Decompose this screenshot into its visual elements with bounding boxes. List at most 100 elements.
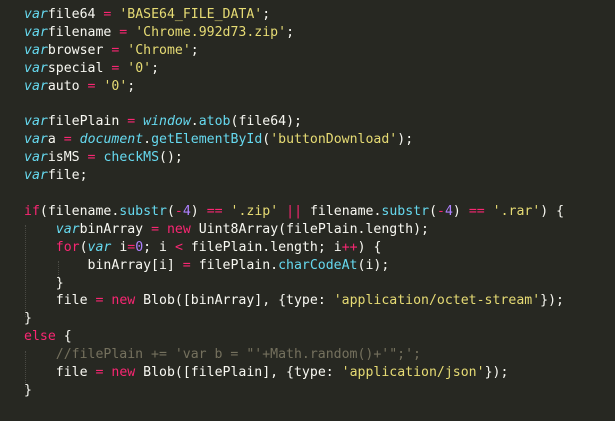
code-token: filePlain. xyxy=(190,257,279,273)
code-token: new xyxy=(111,293,136,309)
code-token: (file64); xyxy=(230,114,302,130)
code-token: ) xyxy=(190,203,207,219)
code-token: ( xyxy=(166,203,175,219)
code-token: var xyxy=(24,114,48,130)
code-token: ); xyxy=(397,132,414,148)
code-token: isMS xyxy=(47,150,88,166)
code-token: = xyxy=(127,114,136,130)
code-token: = xyxy=(151,221,160,237)
code-token xyxy=(24,347,56,362)
code-line: file = new Blob([filePlain], {type: 'app… xyxy=(24,364,509,382)
code-token: var xyxy=(55,221,80,237)
code-token: var xyxy=(24,168,48,184)
code-token: getElementById xyxy=(151,132,263,148)
code-token: = xyxy=(111,60,120,76)
code-token: var xyxy=(24,42,48,58)
code-token: var xyxy=(24,60,48,76)
code-token: - xyxy=(174,203,183,219)
code-token: a xyxy=(47,132,64,148)
code-token: file xyxy=(24,365,96,380)
code-token: (); xyxy=(159,150,183,166)
code-token: ; i xyxy=(143,239,175,255)
code-line: if(filename.substr(-4) == '.zip' || file… xyxy=(24,203,564,221)
code-token: new xyxy=(111,365,136,380)
code-line: varbrowser = 'Chrome'; xyxy=(24,42,199,60)
code-token: } xyxy=(24,382,32,398)
code-token: 'BASE64_FILE_DATA' xyxy=(119,7,263,22)
code-token: ( xyxy=(262,132,271,148)
code-line: varspecial = '0'; xyxy=(24,60,159,78)
code-token: (i); xyxy=(357,257,390,273)
code-token: = xyxy=(103,7,112,22)
code-token: }); xyxy=(540,293,564,309)
code-token: } xyxy=(24,275,64,291)
code-token xyxy=(135,114,143,129)
code-token: var xyxy=(24,132,48,148)
code-token: = xyxy=(127,239,136,255)
code-token: 'buttonDownload' xyxy=(270,132,398,148)
code-token: ) { xyxy=(540,203,565,219)
code-line: //filePlain += 'var b = "'+Math.random()… xyxy=(24,346,421,364)
code-token: ; xyxy=(262,7,271,22)
code-token: browser xyxy=(47,42,112,58)
code-token: file; xyxy=(47,168,88,184)
code-token: - xyxy=(437,203,445,219)
code-token: = xyxy=(119,24,128,40)
code-token: 'Chrome' xyxy=(127,42,191,58)
code-line: varfilePlain = window.atob(file64); xyxy=(24,113,302,131)
code-token: special xyxy=(47,60,112,76)
code-token: //filePlain += 'var b = "'+Math.random()… xyxy=(55,347,421,363)
code-line: else { xyxy=(24,328,72,346)
code-token: var xyxy=(87,239,112,255)
code-token: var xyxy=(24,7,48,22)
code-token xyxy=(223,204,231,219)
code-token: == xyxy=(468,203,485,219)
code-token: = xyxy=(95,365,104,380)
code-token: window xyxy=(143,114,191,130)
code-token: = xyxy=(87,150,96,166)
code-token: = xyxy=(182,257,191,273)
code-token: Uint8Array(filePlain.length); xyxy=(198,221,429,237)
code-token: '0' xyxy=(103,78,128,94)
code-token: substr xyxy=(381,203,430,219)
code-token: . xyxy=(143,132,152,148)
code-token: binArray[i] xyxy=(24,257,183,273)
code-token: 4 xyxy=(444,203,453,219)
code-token: || xyxy=(286,203,303,219)
code-token: < xyxy=(174,239,183,255)
code-token: ; xyxy=(286,24,295,40)
code-line: } xyxy=(24,310,32,328)
code-token: ( xyxy=(429,203,438,219)
code-line: varbinArray = new Uint8Array(filePlain.l… xyxy=(24,221,429,239)
code-token: charCodeAt xyxy=(278,257,358,273)
code-token: ) { xyxy=(357,239,382,255)
code-token xyxy=(24,240,56,255)
code-token: = xyxy=(111,42,120,58)
code-token: atob xyxy=(198,114,231,130)
code-token: binArray xyxy=(79,221,152,237)
code-token xyxy=(191,222,199,237)
code-token: '0' xyxy=(127,60,152,76)
code-token: . xyxy=(190,114,199,130)
code-token xyxy=(24,222,56,237)
code-token: ++ xyxy=(341,239,358,255)
code-token: 'application/json' xyxy=(341,365,485,380)
code-token xyxy=(72,132,80,147)
code-token: = xyxy=(87,78,96,94)
code-token: filename. xyxy=(302,203,382,219)
code-token: file64 xyxy=(47,7,104,22)
code-line: } xyxy=(24,275,64,293)
code-token: var xyxy=(24,24,48,40)
code-token: checkMS xyxy=(103,150,160,166)
code-token: filename xyxy=(47,24,120,40)
code-token: else xyxy=(24,329,56,345)
indent-guide xyxy=(25,225,26,317)
code-token: = xyxy=(95,293,104,309)
code-token: = xyxy=(63,132,72,148)
code-token: var xyxy=(24,78,48,94)
code-token: file xyxy=(24,293,96,309)
code-token xyxy=(127,25,135,40)
code-token: substr xyxy=(119,203,167,219)
code-token: 0 xyxy=(135,239,144,255)
